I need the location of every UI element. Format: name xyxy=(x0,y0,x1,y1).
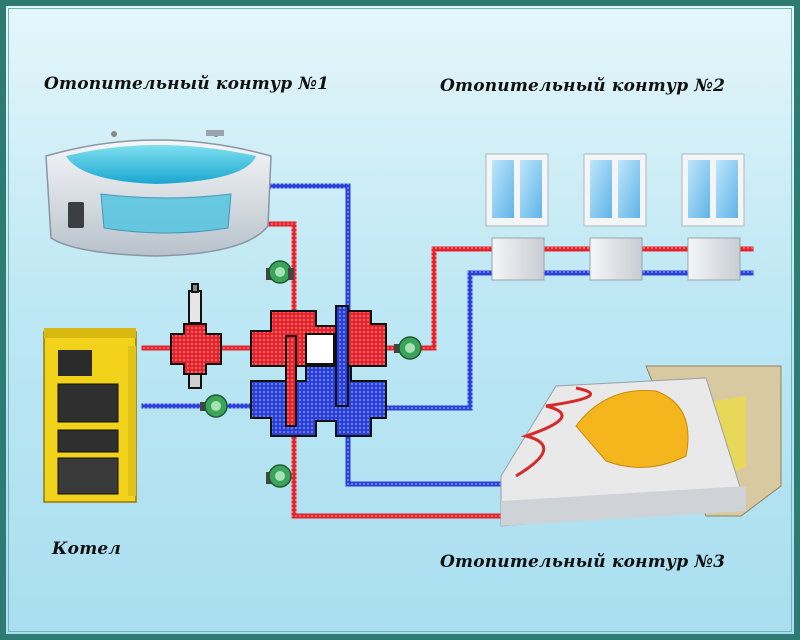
manifold-channel-cold xyxy=(335,305,349,407)
radiator-unit-3 xyxy=(681,153,745,281)
label-circuit3: Отопительный контур №3 xyxy=(440,552,726,572)
label-boiler: Котел xyxy=(52,539,122,559)
air-vent-separator xyxy=(170,283,222,389)
boiler-control xyxy=(58,350,92,376)
radiator-unit-2 xyxy=(583,153,647,281)
boiler-ash-door xyxy=(57,457,119,495)
manifold-window xyxy=(305,333,335,365)
manifold-cold xyxy=(250,365,387,437)
pipe-circuit3-return xyxy=(345,433,509,487)
boiler-top xyxy=(44,328,136,338)
pipe-circuit3-supply xyxy=(291,433,504,519)
floor-tiles xyxy=(575,389,689,468)
radiator xyxy=(687,237,741,281)
boiler xyxy=(43,328,137,503)
pump-circuit1 xyxy=(266,260,294,284)
label-circuit2: Отопительный контур №2 xyxy=(440,76,726,96)
radiator xyxy=(589,237,643,281)
boiler-door-lower xyxy=(57,429,119,453)
pump-boiler-return xyxy=(200,394,228,418)
heating-schematic xyxy=(43,130,782,527)
floor-heating-coil xyxy=(515,386,592,478)
pipe-circuit1-return xyxy=(265,183,351,314)
pump-circuit2 xyxy=(394,336,422,360)
bathtub-glass-panel xyxy=(100,193,232,234)
manifold-channel-hot xyxy=(285,335,297,427)
underfloor-heating xyxy=(500,365,782,527)
floor-slab-edge xyxy=(501,486,746,526)
radiator-unit-1 xyxy=(485,153,549,281)
radiator xyxy=(491,237,545,281)
bathtub-control-panel xyxy=(68,202,84,228)
label-circuit1: Отопительный контур №1 xyxy=(44,74,330,94)
bathtub-water xyxy=(66,145,256,184)
pump-circuit3 xyxy=(266,464,292,488)
boiler-door-upper xyxy=(57,383,119,423)
jacuzzi-bathtub xyxy=(45,130,272,257)
pipe-circuit1-supply xyxy=(266,221,297,314)
hydraulic-separator xyxy=(250,305,387,437)
